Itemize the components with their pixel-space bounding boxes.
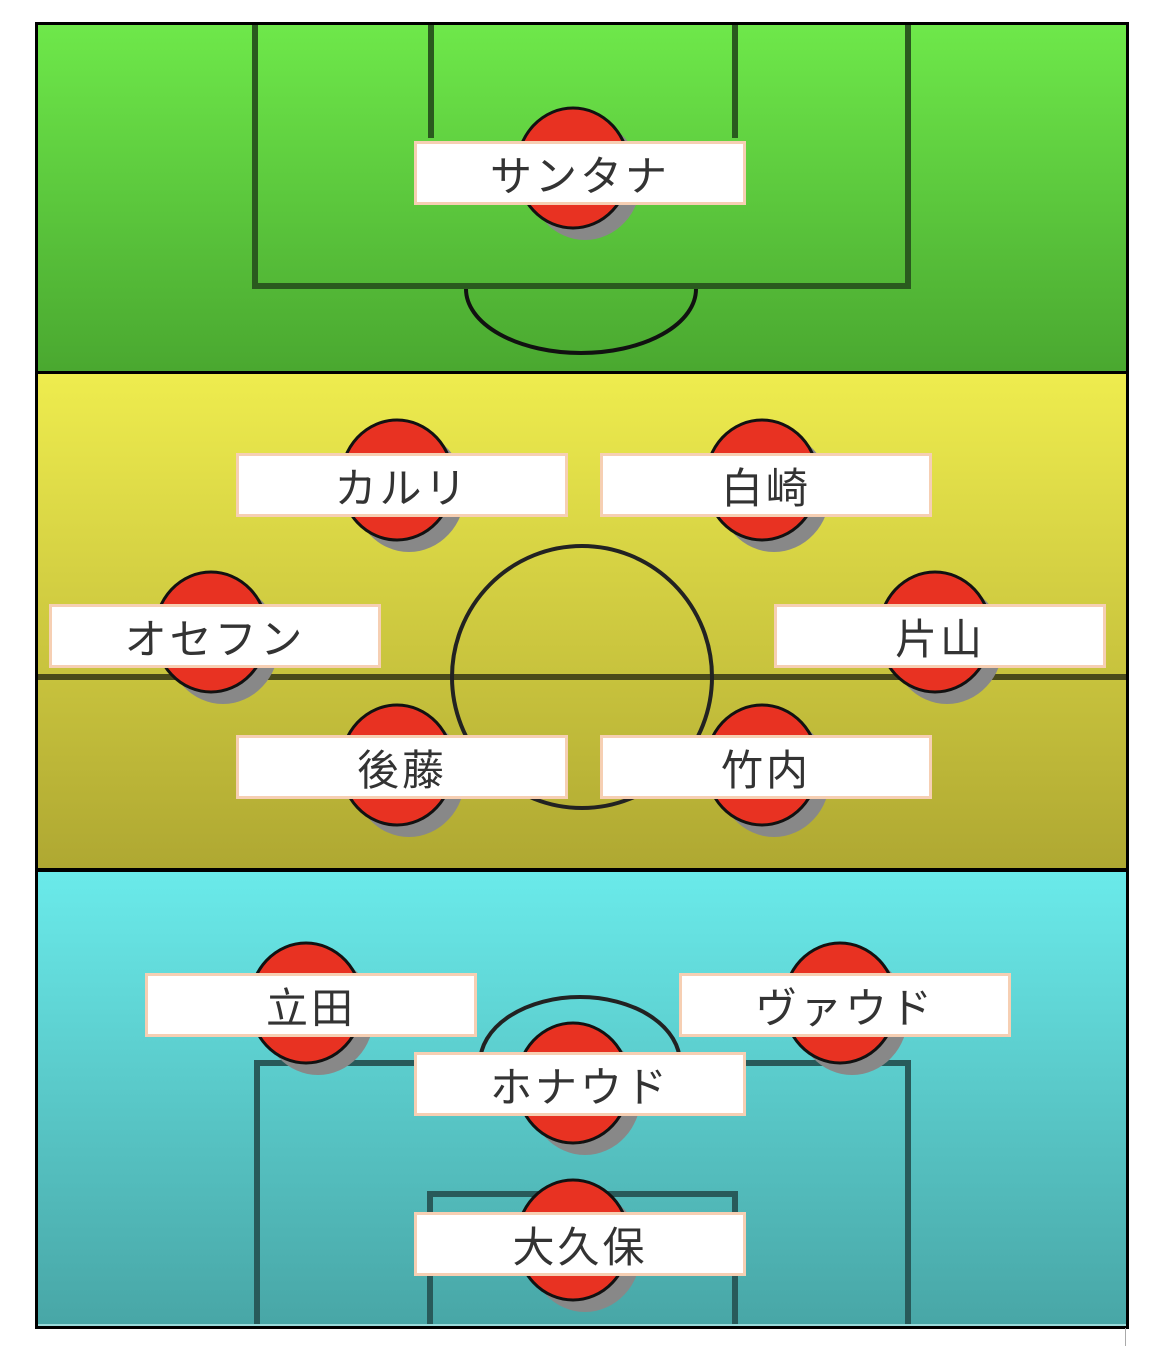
- player-label: 立田: [145, 973, 477, 1037]
- player-label: カルリ: [236, 453, 568, 517]
- edge-divider: [1125, 1328, 1126, 1346]
- player-label: ヴァウド: [679, 973, 1011, 1037]
- player-label: サンタナ: [414, 141, 746, 205]
- player-label: オセフン: [49, 604, 381, 668]
- player-label: 白崎: [600, 453, 932, 517]
- player-label: 大久保: [414, 1212, 746, 1276]
- player-label: ホナウド: [414, 1052, 746, 1116]
- player-label: 片山: [774, 604, 1106, 668]
- player-label: 竹内: [600, 735, 932, 799]
- player-label: 後藤: [236, 735, 568, 799]
